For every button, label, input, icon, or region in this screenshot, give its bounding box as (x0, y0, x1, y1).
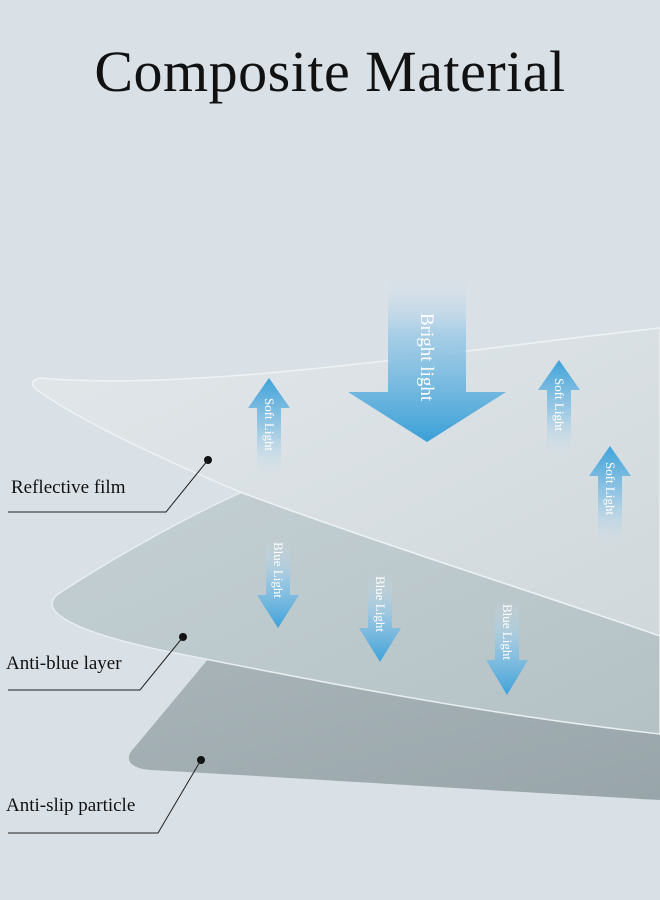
label-anti-slip-particle: Anti-slip particle (6, 795, 136, 816)
svg-text:Bright light: Bright light (416, 313, 437, 402)
callout-leader-reflective-film (8, 456, 212, 513)
blue-light-arrow: Blue Light (486, 600, 528, 695)
soft-light-arrow: Soft Light (589, 446, 631, 548)
callout-leader-anti-slip (8, 756, 205, 834)
svg-text:Blue Light: Blue Light (373, 576, 388, 632)
bright-light-arrow: Bright light (348, 275, 506, 442)
soft-light-arrow: Soft Light (538, 360, 580, 458)
blue-light-arrow: Blue Light (359, 572, 401, 662)
svg-text:Soft Light: Soft Light (603, 462, 618, 515)
svg-text:Blue Light: Blue Light (500, 604, 515, 660)
svg-text:Soft Light: Soft Light (552, 378, 567, 431)
svg-text:Soft Light: Soft Light (262, 398, 277, 451)
soft-light-arrow: Soft Light (248, 378, 290, 478)
svg-text:Blue Light: Blue Light (271, 542, 286, 598)
callout-leader-anti-blue (8, 633, 187, 691)
label-reflective-film: Reflective film (11, 477, 126, 498)
page-title: Composite Material (94, 39, 566, 104)
blue-light-arrow: Blue Light (257, 538, 299, 628)
label-anti-blue-layer: Anti-blue layer (6, 653, 122, 674)
layer-reflective-film (31, 327, 660, 637)
